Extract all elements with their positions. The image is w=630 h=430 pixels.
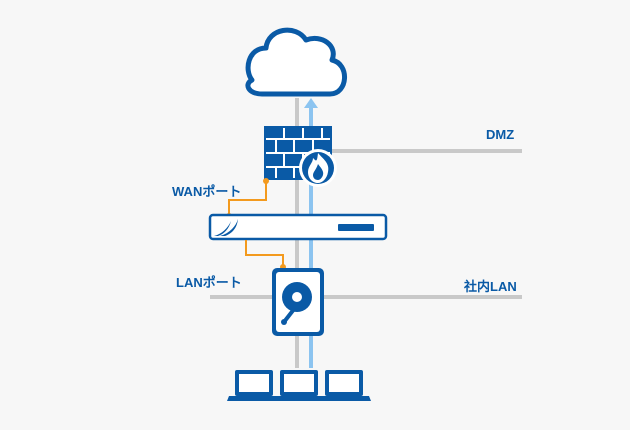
- hard-disk-icon: [272, 268, 324, 336]
- dmz-label: DMZ: [486, 127, 515, 142]
- wan-port-label: WANポート: [172, 184, 242, 199]
- lan-port-label: LANポート: [176, 275, 242, 290]
- flame-icon: [299, 149, 337, 187]
- laptop-icon: [227, 370, 371, 401]
- network-appliance-icon: [208, 213, 388, 241]
- lan-port-connector: [245, 240, 286, 270]
- firewall-icon: [264, 126, 337, 187]
- internal-lan-label: 社内LAN: [464, 279, 517, 294]
- cloud-icon: [245, 27, 347, 97]
